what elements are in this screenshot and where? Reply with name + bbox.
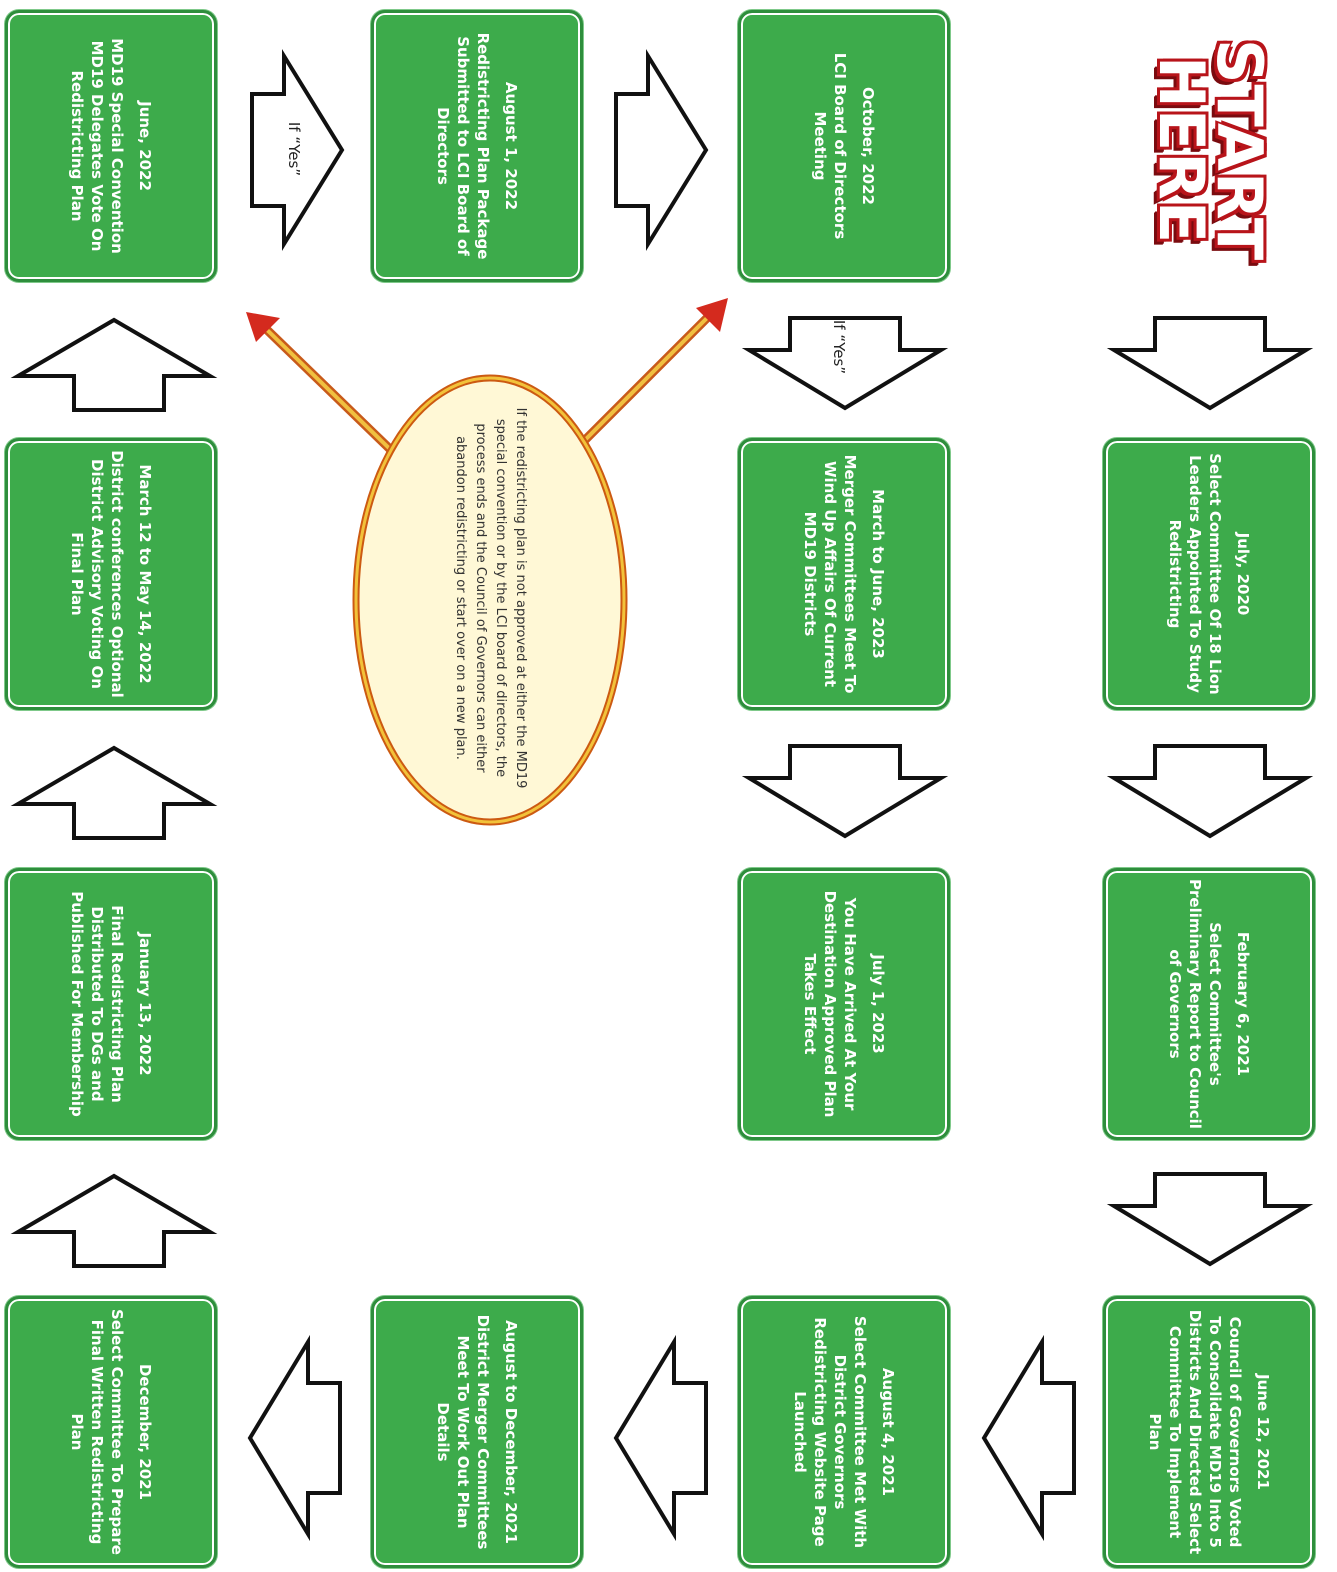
right-arrow-icon [250, 48, 345, 252]
down-arrow-icon [741, 744, 949, 839]
note-text: If the redistricting plan is not approve… [453, 407, 528, 789]
left-arrow-icon [247, 1334, 342, 1542]
down-arrow-icon [1106, 316, 1314, 411]
arrowhead-icon [696, 298, 728, 332]
up-arrow-icon [10, 317, 218, 412]
left-arrow-icon [981, 1334, 1076, 1542]
up-arrow-icon [10, 1173, 218, 1268]
arrowhead-icon [246, 312, 280, 342]
down-arrow-icon [741, 316, 949, 411]
down-arrow-icon [1106, 744, 1314, 839]
right-arrow-icon [614, 48, 709, 252]
down-arrow-icon [1106, 1172, 1314, 1267]
oval-arrow-line-left-inner [260, 323, 395, 454]
note-oval-inner-stroke [354, 376, 626, 824]
oval-arrow-line-right-inner [583, 311, 714, 442]
left-arrow-icon [613, 1334, 708, 1542]
up-arrow-icon [10, 745, 218, 840]
